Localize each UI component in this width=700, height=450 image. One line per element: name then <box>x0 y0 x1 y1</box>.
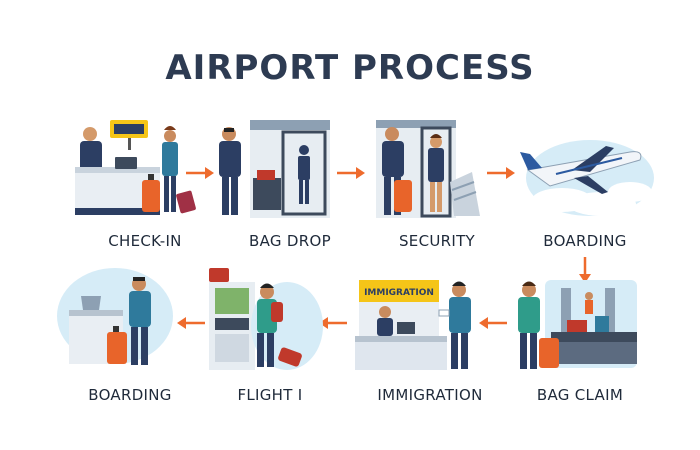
immigration-desk-icon: IMMIGRATION <box>355 280 471 370</box>
check-in-counter-icon <box>75 120 196 215</box>
bag-drop-scanner-icon <box>219 120 330 218</box>
step-label: BOARDING <box>88 386 172 404</box>
arrow-left-icon <box>479 317 507 329</box>
baggage-carousel-icon <box>518 280 637 369</box>
arrow-left-icon <box>177 317 205 329</box>
security-gate-icon <box>376 120 480 218</box>
airplane-icon <box>520 140 654 216</box>
arrow-down-icon <box>579 257 591 283</box>
arrow-right-icon <box>186 167 214 179</box>
step-label: CHECK-IN <box>108 232 182 250</box>
immigration-sign-text: IMMIGRATION <box>364 288 434 298</box>
arrow-right-icon <box>487 167 515 179</box>
arrow-right-icon <box>337 167 365 179</box>
step-label: BAG DROP <box>249 232 331 250</box>
departure-desk-icon <box>57 268 173 365</box>
arrow-left-icon <box>319 317 347 329</box>
step-label: FLIGHT I <box>237 386 303 404</box>
step-label: BAG CLAIM <box>536 386 624 404</box>
flight-gate-icon <box>209 268 323 370</box>
step-label: IMMIGRATION <box>377 386 483 404</box>
step-label: SECURITY <box>398 232 476 250</box>
step-label: BOARDING <box>543 232 627 250</box>
page-title: AIRPORT PROCESS <box>165 48 535 88</box>
